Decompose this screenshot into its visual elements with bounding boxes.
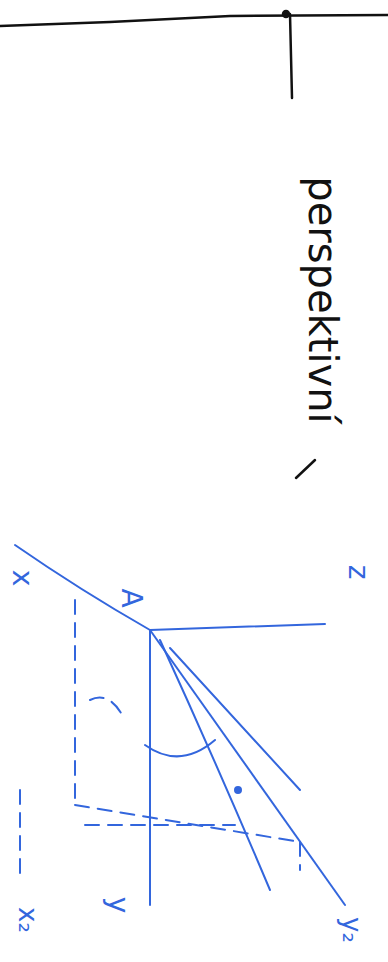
axes-sketch <box>15 545 345 905</box>
x-axis <box>15 545 150 630</box>
dashed-line <box>19 790 21 880</box>
ink-lines <box>0 11 388 478</box>
point <box>235 787 241 793</box>
vertical-tick <box>290 14 292 98</box>
title-note: perspektivní <box>302 176 342 423</box>
dashed-line <box>299 842 301 870</box>
dashed-arc <box>90 698 125 721</box>
inner-line <box>160 640 270 890</box>
axis-label: y <box>104 897 132 914</box>
z-axis <box>150 624 325 630</box>
axis-label: x₂ <box>15 907 41 933</box>
y-axis <box>150 630 345 905</box>
axis-label: z <box>344 565 372 580</box>
dashed-line <box>75 805 300 842</box>
accent-stroke <box>296 460 315 478</box>
angle-arc <box>145 740 215 756</box>
axis-label: y₂ <box>339 917 365 943</box>
axis-label: x <box>8 570 36 587</box>
inner-line-2 <box>170 648 300 790</box>
horizontal-line <box>0 15 388 26</box>
point-label: A <box>116 588 144 607</box>
vertical-axis <box>149 630 151 905</box>
dashed-line <box>85 824 235 826</box>
dot <box>283 11 289 17</box>
dashed-line <box>74 600 76 805</box>
dashed-construction <box>20 600 300 880</box>
